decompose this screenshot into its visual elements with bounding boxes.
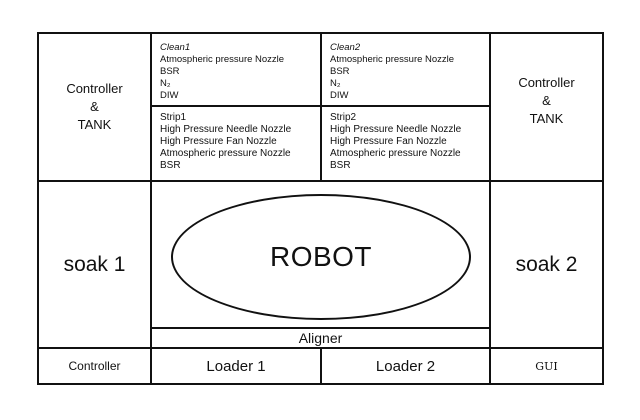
divider-clean-strip xyxy=(150,105,491,107)
divider-right-column xyxy=(489,32,491,385)
clean1-item: N₂ xyxy=(160,78,171,89)
clean1-item: BSR xyxy=(160,66,180,77)
soak1-label: soak 1 xyxy=(63,252,126,276)
loader1-label: Loader 1 xyxy=(206,357,266,375)
strip1-item: BSR xyxy=(160,160,181,171)
strip2-item: Atmospheric pressure Nozzle xyxy=(330,148,461,159)
controller-tank-right-line3: TANK xyxy=(529,111,564,126)
strip2-item: High Pressure Fan Nozzle xyxy=(330,136,447,147)
strip1-title: Strip1 xyxy=(160,112,187,123)
divider-aligner-top xyxy=(150,327,491,329)
outer-border-right xyxy=(602,32,604,385)
soak1-station: soak 1 xyxy=(39,182,150,347)
controller-tank-left-line1: Controller xyxy=(66,81,123,96)
strip2-item: High Pressure Needle Nozzle xyxy=(330,124,462,135)
clean2-item: BSR xyxy=(330,66,350,77)
divider-chamber-middle xyxy=(320,32,322,182)
aligner-label: Aligner xyxy=(298,330,343,346)
strip1-chamber: Strip1 High Pressure Needle Nozzle High … xyxy=(160,112,318,178)
controller-tank-right-line1: Controller xyxy=(518,75,575,90)
clean1-item: DIW xyxy=(160,90,179,101)
clean2-item: N₂ xyxy=(330,78,341,89)
clean1-title: Clean1 xyxy=(160,42,191,53)
strip1-item: Atmospheric pressure Nozzle xyxy=(160,148,291,159)
clean2-item: Atmospheric pressure Nozzle xyxy=(330,54,455,65)
controller-tank-right: Controller & TANK xyxy=(491,34,602,168)
loader2-station: Loader 2 xyxy=(322,349,489,383)
divider-left-column xyxy=(150,32,152,385)
robot-ellipse: ROBOT xyxy=(171,194,471,320)
strip1-item: High Pressure Needle Nozzle xyxy=(160,124,292,135)
strip2-chamber: Strip2 High Pressure Needle Nozzle High … xyxy=(330,112,488,178)
controller-tank-left-line2: & xyxy=(90,99,99,114)
strip2-item: BSR xyxy=(330,160,351,171)
aligner-station: Aligner xyxy=(152,329,489,347)
strip2-title: Strip2 xyxy=(330,112,357,123)
controller-tank-left: Controller & TANK xyxy=(39,34,150,180)
gui-station: GUI xyxy=(491,349,602,383)
loader2-label: Loader 2 xyxy=(375,357,436,375)
clean1-item: Atmospheric pressure Nozzle xyxy=(160,54,285,65)
controller-tank-left-line3: TANK xyxy=(77,117,112,132)
robot-label: ROBOT xyxy=(269,241,373,272)
clean2-title: Clean2 xyxy=(330,42,361,53)
strip1-item: High Pressure Fan Nozzle xyxy=(160,136,277,147)
controller-tank-right-line2: & xyxy=(542,93,551,108)
clean2-chamber: Clean2 Atmospheric pressure Nozzle BSR N… xyxy=(330,42,488,104)
divider-loaders xyxy=(320,347,322,385)
controller-bottom-label: Controller xyxy=(68,359,121,373)
outer-border-left xyxy=(37,32,39,385)
clean2-item: DIW xyxy=(330,90,349,101)
soak2-label: soak 2 xyxy=(515,252,578,276)
clean1-chamber: Clean1 Atmospheric pressure Nozzle BSR N… xyxy=(160,42,318,104)
soak2-station: soak 2 xyxy=(491,182,602,347)
gui-label: GUI xyxy=(535,359,558,373)
loader1-station: Loader 1 xyxy=(152,349,320,383)
controller-bottom: Controller xyxy=(39,349,150,383)
